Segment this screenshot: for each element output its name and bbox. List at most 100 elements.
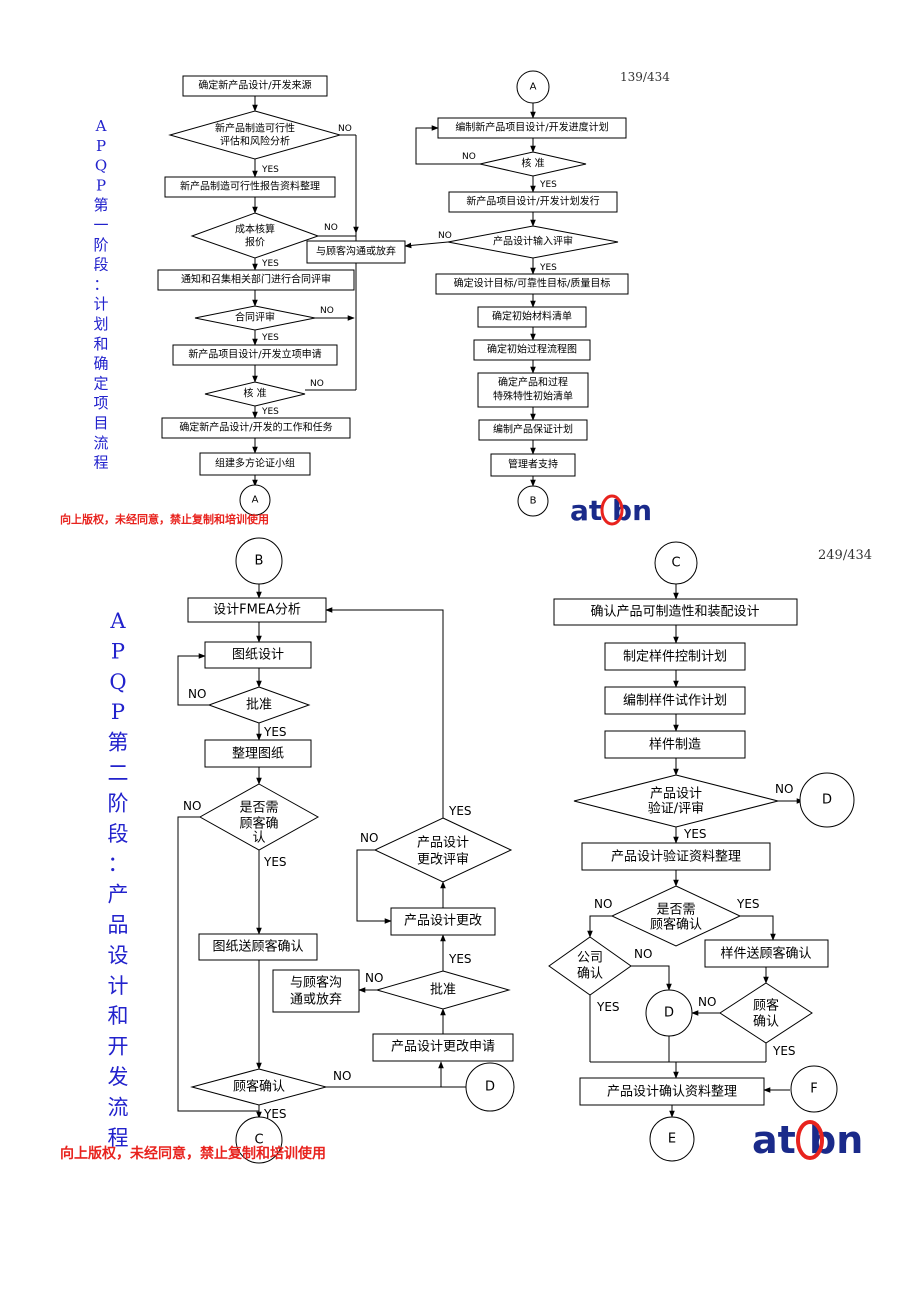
p2-step-change-request — [372, 1033, 514, 1062]
p1-step-process-flow-label: 确定初始过程流程图 — [487, 343, 577, 356]
p1-decision-contract-label: 合同评审 — [235, 311, 275, 324]
p2-connector-c-top-label: C — [671, 556, 680, 571]
vertical-title-char: Q — [109, 670, 126, 694]
p2-decision-change-review-l1: 产品设计 — [417, 836, 469, 851]
p2-step-send-drawings-label: 图纸送顾客确认 — [212, 939, 303, 955]
p1-step-process-flow — [473, 339, 591, 361]
p1-decision-feasibility-l2: 评估和风险分析 — [220, 135, 290, 148]
vertical-title-char: 目 — [93, 414, 108, 432]
p2-yes-label: YES — [683, 827, 707, 841]
p2-connector-c-bottom-label: C — [254, 1133, 263, 1148]
p2-no-label: NO — [634, 947, 652, 961]
p1-decision-cost-l1: 成本核算 — [235, 223, 275, 236]
vertical-title-char: P — [96, 176, 106, 194]
p2-yes-label: YES — [263, 1107, 287, 1121]
vertical-title-char: ： — [93, 275, 108, 293]
p2-no-label: NO — [183, 799, 201, 813]
p2-connector-d-right2-label: D — [664, 1006, 674, 1021]
vertical-title-char: ： — [108, 852, 129, 876]
p2-no-label: NO — [775, 782, 793, 796]
p1-no-label: NO — [438, 231, 452, 241]
p2-step-prototype-build — [604, 730, 746, 759]
vertical-title-char: 阶 — [93, 236, 108, 254]
vertical-title-char: 计 — [93, 295, 108, 313]
p1-step-contract-notice-label: 通知和召集相关部门进行合同评审 — [181, 273, 331, 286]
p1-step-material-list-label: 确定初始材料清单 — [492, 310, 572, 323]
p2-decision-change-approve-label: 批准 — [430, 983, 456, 998]
p2-yes-label: YES — [736, 897, 760, 911]
vertical-title-char: 流 — [108, 1095, 129, 1119]
p1-yes-label: YES — [261, 407, 279, 417]
vertical-title-char: 二 — [108, 761, 129, 785]
vertical-title-char: 发 — [108, 1065, 129, 1089]
p2-yes-label: YES — [263, 855, 287, 869]
p1-step-team-label: 组建多方论证小组 — [215, 457, 295, 470]
p2-decision-need-customer-r-l2: 顾客确认 — [650, 917, 702, 933]
p2-decision-company-confirm-l1: 公司 — [577, 951, 603, 966]
p2-connector-e — [649, 1116, 695, 1162]
vertical-title-char: P — [96, 137, 106, 155]
p2-decision-customer-confirm-label: 顾客确认 — [233, 1079, 285, 1095]
p1-yes-label: YES — [261, 259, 279, 269]
vertical-title-char: 产 — [108, 883, 129, 907]
p1-connector-b-label: B — [530, 496, 537, 507]
p1-step-special-characteristics-l2: 特殊特性初始清单 — [493, 390, 573, 403]
p2-connector-f-label: F — [810, 1082, 817, 1097]
p1-no-label: NO — [310, 379, 324, 389]
page-number-1: 139/434 — [620, 70, 670, 84]
p1-decision-feasibility-l1: 新产品制造可行性 — [215, 122, 295, 135]
p1-step-material-list — [477, 306, 587, 328]
vertical-title-char: 程 — [93, 454, 108, 472]
svg-text:at bn: at bn — [752, 1118, 863, 1162]
p2-yes-label: YES — [448, 952, 472, 966]
p2-step-send-drawings — [198, 933, 318, 961]
p2-step-send-prototype-label: 样件送顾客确认 — [720, 946, 811, 962]
p1-step-special-characteristics-l1: 确定产品和过程 — [498, 376, 568, 389]
p2-connector-d-right1-label: D — [822, 793, 832, 808]
p1-step-communicate-giveup — [306, 240, 406, 264]
p2-copyright-notice: 向上版权，未经同意，禁止复制和培训使用 — [60, 1145, 326, 1162]
p1-step-define-tasks-label: 确定新产品设计/开发的工作和任务 — [179, 421, 332, 434]
p2-step-organize-drawings-label: 整理图纸 — [232, 747, 284, 762]
p2-no-label: NO — [333, 1069, 351, 1083]
p2-step-validation-docs-label: 产品设计确认资料整理 — [607, 1085, 737, 1100]
p1-step-management-support-label: 管理者支持 — [508, 458, 558, 471]
p1-no-label: NO — [338, 124, 352, 134]
p1-decision-feasibility — [168, 110, 342, 160]
p1-decision-schedule-approve-label: 核 准 — [521, 157, 544, 170]
p2-decision-approve-label: 批准 — [246, 698, 272, 713]
p1-step-plan-release-label: 新产品项目设计/开发计划发行 — [466, 195, 599, 208]
p2-logo-swoosh — [796, 1120, 824, 1160]
vertical-title-char: Q — [95, 157, 107, 175]
p1-step-schedule-label: 编制新产品项目设计/开发进度计划 — [455, 121, 608, 134]
page-number-2: 249/434 — [818, 548, 872, 563]
vertical-title-char: P — [111, 700, 125, 724]
p2-step-verification-docs-label: 产品设计验证资料整理 — [611, 849, 741, 865]
p2-no-label: NO — [698, 995, 716, 1009]
p2-step-dfmea-label: 设计FMEA分析 — [213, 603, 301, 618]
p2-connector-e-label: E — [668, 1132, 676, 1147]
p1-decision-cost — [190, 212, 320, 259]
vertical-title-char: 开 — [108, 1035, 129, 1059]
vertical-title-char: 第 — [93, 196, 108, 214]
p1-yes-label: YES — [261, 165, 279, 175]
p1-logo-swoosh — [600, 494, 624, 526]
p2-decision-need-customer-r — [610, 885, 742, 947]
vertical-title-char: 第 — [108, 731, 129, 755]
p2-decision-verification-l2: 验证/评审 — [648, 801, 704, 817]
p1-step-targets-label: 确定设计目标/可靠性目标/质量目标 — [454, 277, 611, 290]
p2-step-change-request-label: 产品设计更改申请 — [391, 1040, 495, 1055]
p2-connector-c-bottom — [235, 1116, 283, 1164]
p2-decision-change-review-l2: 更改评审 — [417, 853, 469, 868]
vertical-title-char: P — [111, 639, 125, 663]
p1-step-feasibility-report-label: 新产品制造可行性报告资料整理 — [180, 180, 320, 193]
vertical-title-char: 和 — [93, 335, 108, 353]
vertical-title-char: 确 — [93, 355, 108, 373]
vertical-title-char: 程 — [108, 1126, 129, 1150]
p1-step-feasibility-report — [164, 176, 336, 198]
p2-step-prototype-trial-plan-label: 编制样件试作计划 — [623, 694, 727, 709]
p2-step-organize-drawings — [204, 739, 312, 768]
p1-decision-input-review-label: 产品设计输入评审 — [493, 235, 573, 248]
p2-decision-need-customer-l1: 是否需 — [239, 801, 278, 816]
p1-yes-label: YES — [539, 263, 557, 273]
